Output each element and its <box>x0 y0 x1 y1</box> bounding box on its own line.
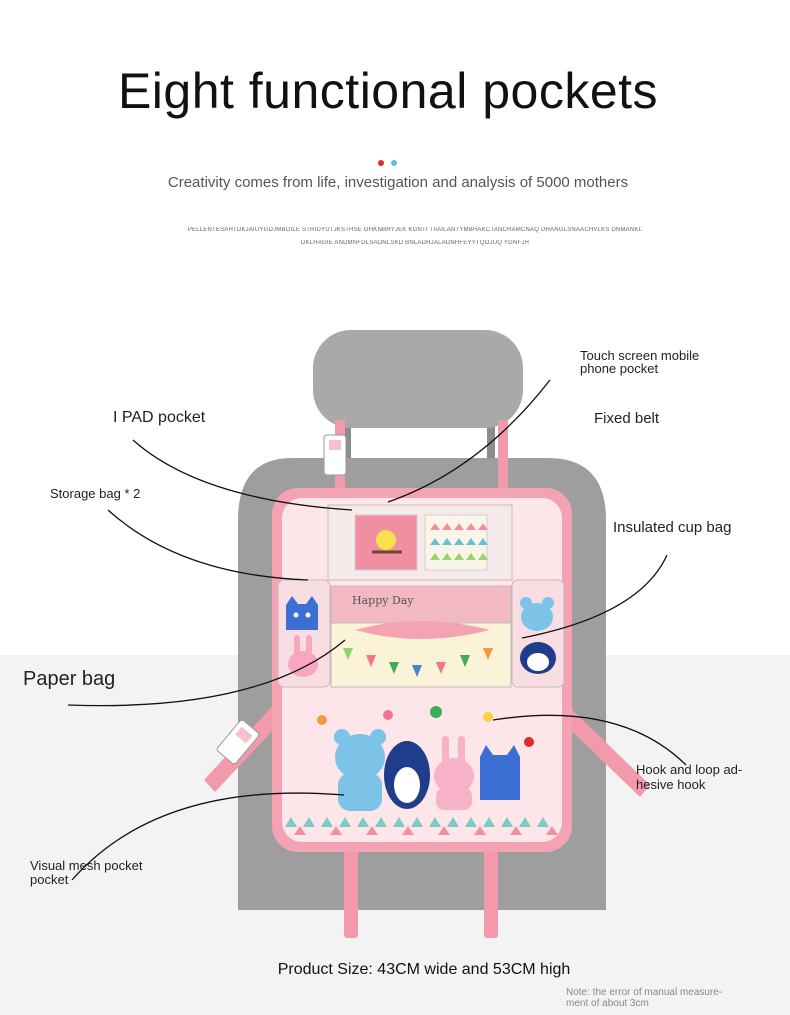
leader-storage-bag <box>107 509 309 581</box>
cat-face-left <box>286 596 318 630</box>
blue-cat-character <box>480 745 520 800</box>
bunny-character <box>434 736 474 810</box>
side-strap-right <box>552 700 650 797</box>
label-fixed-belt: Fixed belt <box>594 410 660 427</box>
measurement-note: Note: the error of manual measure- ment … <box>566 987 722 1009</box>
leader-mesh-pocket <box>71 792 345 881</box>
label-storage-bag: Storage bag * 2 <box>50 486 141 501</box>
confetti-3 <box>430 706 442 718</box>
happy-day-banner <box>330 585 512 624</box>
red-dot <box>378 160 384 166</box>
bottom-triangle-border <box>285 817 558 835</box>
decor-dots <box>378 153 404 171</box>
leader-touch-screen <box>387 379 551 503</box>
leader-hook-loop <box>492 714 687 766</box>
headrest <box>313 330 523 428</box>
confetti-2 <box>383 710 393 720</box>
page-subtitle: Creativity comes from life, investigatio… <box>167 174 629 191</box>
page-title: Eight functional pockets <box>117 63 659 119</box>
top-strap-right <box>498 420 508 495</box>
label-paper-bag: Paper bag <box>23 668 116 690</box>
blue-bear-character <box>334 729 386 811</box>
leader-ipad <box>132 439 353 511</box>
label-touch-screen-line-2: phone pocket <box>580 361 659 376</box>
leader-insulated-cup <box>521 554 668 639</box>
penguin-character <box>384 741 430 809</box>
triangle-pattern <box>430 523 488 560</box>
label-insulated-cup: Insulated cup bag <box>613 519 732 536</box>
blue-dot <box>391 160 397 166</box>
bottom-strap-right <box>484 846 498 938</box>
bottom-strap-left <box>344 846 358 938</box>
label-touch-screen-line-1: Touch screen mobile <box>580 348 700 363</box>
label-mesh-pocket-line-1: Visual mesh pocket <box>30 858 143 873</box>
label-mesh-pocket-line-2: pocket <box>30 872 69 887</box>
confetti-4 <box>483 712 493 722</box>
confetti-1 <box>317 715 327 725</box>
note-line-2: ment of about 3cm <box>566 998 649 1009</box>
headrest-post-left <box>343 395 351 465</box>
bear-face-right <box>520 597 554 631</box>
leader-paper-bag <box>67 639 346 707</box>
decor-text-line-2: DKLHAGIE ANDMNFDLSADNLSKD BNLADHJALADNHF… <box>300 240 530 246</box>
confetti-5 <box>524 737 534 747</box>
buckle-side <box>216 719 260 765</box>
note-line-1: Note: the error of manual measure- <box>566 987 723 998</box>
penguin-face-right <box>520 642 556 674</box>
decor-text-line-1: PELLENTESAHTDKJAIUYGDJMBOILE STRIDYUTJKS… <box>187 227 643 233</box>
label-hook-loop-line-2: hesive hook <box>636 777 706 792</box>
leader-lines <box>67 379 687 881</box>
label-hook-loop-line-1: Hook and loop ad- <box>636 762 743 777</box>
bunting-flags <box>343 648 493 677</box>
snail-shell <box>376 530 396 550</box>
tissue-opening <box>355 621 490 639</box>
happy-day-text: Happy Day <box>352 594 414 607</box>
product-size: Product Size: 43CM wide and 53CM high <box>277 961 571 978</box>
headrest-post-right <box>487 395 495 465</box>
label-ipad-pocket: I PAD pocket <box>113 409 206 426</box>
buckle-top <box>323 434 347 476</box>
